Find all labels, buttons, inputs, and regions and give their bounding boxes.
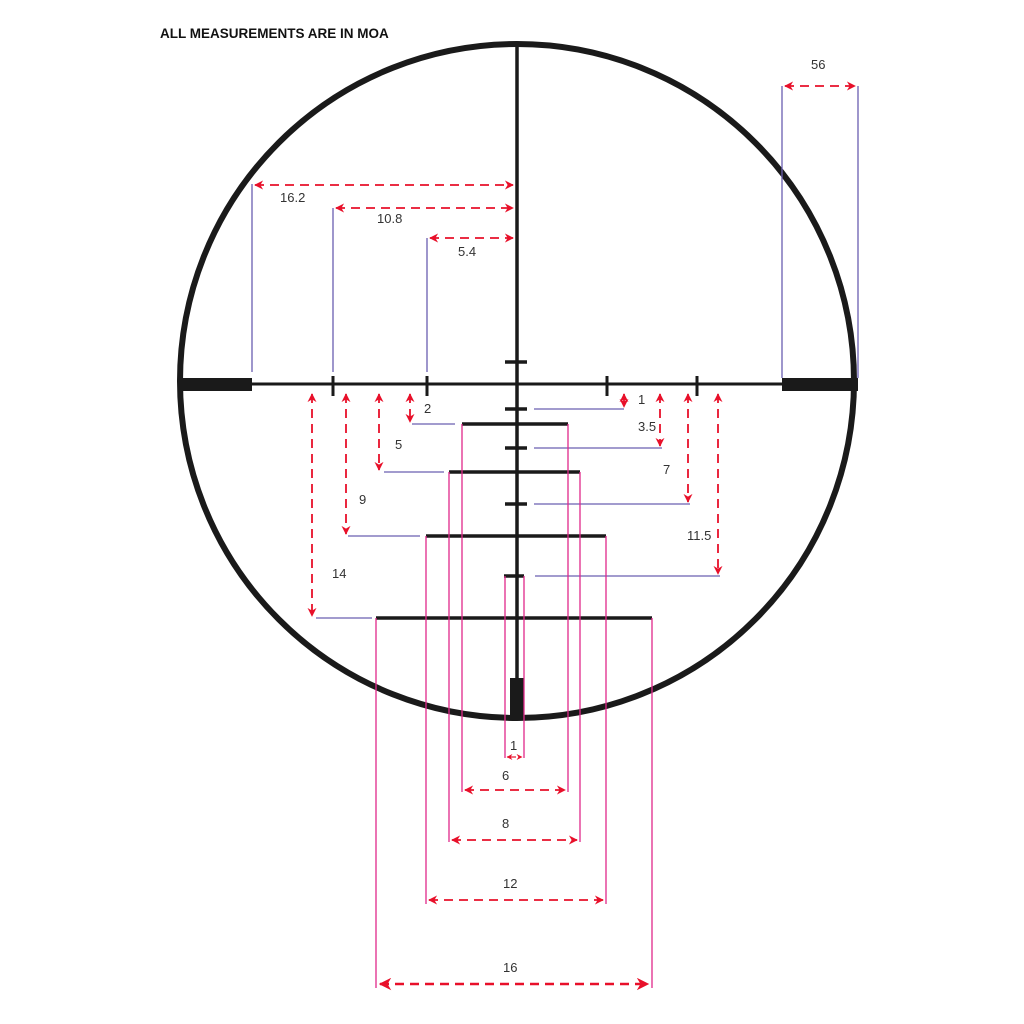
windage-ticks <box>331 376 699 396</box>
label-9: 9 <box>359 492 366 507</box>
extension-lines <box>375 424 653 988</box>
bottom-post <box>510 678 524 720</box>
label-5-4: 5.4 <box>458 244 476 259</box>
right-post <box>782 378 858 391</box>
leader-lines <box>251 86 859 619</box>
label-16-2: 16.2 <box>280 190 305 205</box>
label-1-right: 1 <box>638 392 645 407</box>
label-5: 5 <box>395 437 402 452</box>
label-6: 6 <box>502 768 509 783</box>
elevation-ticks <box>504 360 527 578</box>
label-2: 2 <box>424 401 431 416</box>
label-7: 7 <box>663 462 670 477</box>
label-11-5: 11.5 <box>687 528 711 543</box>
label-8: 8 <box>502 816 509 831</box>
label-14: 14 <box>332 566 346 581</box>
left-post <box>180 378 252 391</box>
dimension-labels: 56 16.2 10.8 5.4 2 5 9 14 1 3.5 7 11.5 1… <box>280 57 825 975</box>
label-3-5: 3.5 <box>638 419 656 434</box>
reticle <box>177 41 858 721</box>
diagram-title: ALL MEASUREMENTS ARE IN MOA <box>160 26 389 41</box>
holdover-bars <box>376 422 652 620</box>
label-10-8: 10.8 <box>377 211 402 226</box>
label-56: 56 <box>811 57 825 72</box>
dimension-arrows <box>254 81 856 991</box>
label-1-bottom: 1 <box>510 738 517 753</box>
label-16: 16 <box>503 960 517 975</box>
label-12: 12 <box>503 876 517 891</box>
